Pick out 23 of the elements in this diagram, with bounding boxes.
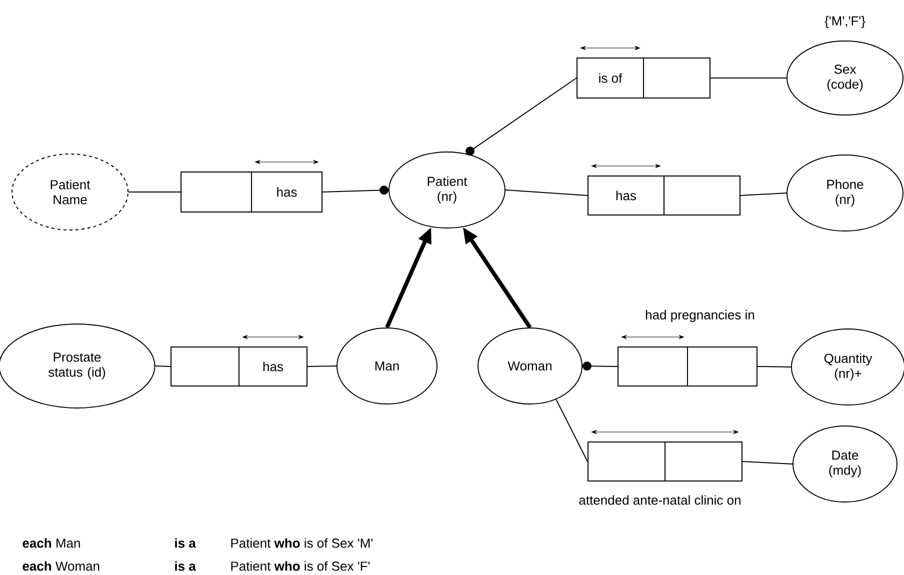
fact-box: has [170,334,308,386]
role-connector [740,192,787,196]
constraint-text: Patient who is of Sex 'F' [231,561,370,571]
constraint-text: is a [175,538,196,548]
role-connector [757,366,792,368]
fact-box: has [588,164,740,216]
fact-box: is of [576,46,710,98]
role-connector [466,78,577,156]
reading-text: attended ante-natal clinic on [579,495,740,505]
role-connector [154,366,171,367]
constraint-text: each Woman [22,561,100,571]
role-connector [556,398,588,462]
constraint-text: is a [175,561,196,571]
constraint-text: each Man [22,538,80,548]
reading-text: had pregnancies in [646,310,754,322]
constraint-text: Patient who is of Sex 'M' [231,538,372,548]
reading-text: {'M','F'} [824,16,866,28]
role-connector [742,461,793,464]
role-connector [505,190,588,196]
role-connector [322,186,388,195]
role-connector [582,362,618,371]
fact-box: has [180,160,322,212]
role-connector [307,366,337,367]
